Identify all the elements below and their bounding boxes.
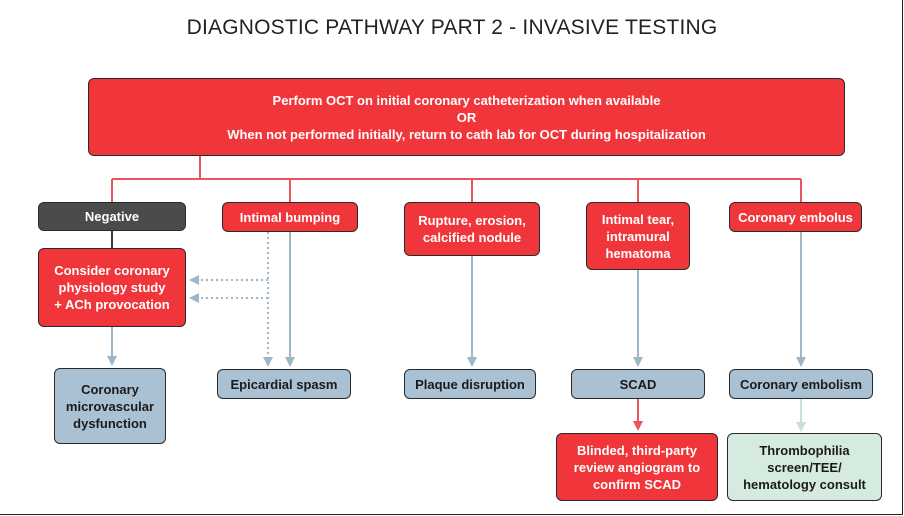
consider-line-2: physiology study — [58, 280, 166, 295]
finding-rupture-line-2: calcified nodule — [422, 230, 522, 245]
oct-instruction-box: Perform OCT on initial coronary catheter… — [88, 78, 845, 156]
finding-negative-label: Negative — [84, 209, 140, 224]
finding-intimal-tear-line-3: hematoma — [605, 245, 671, 261]
dotted-arrows — [189, 232, 273, 367]
scad-review-line-2: review angiogram to — [573, 459, 701, 475]
consider-physiology-box: Consider coronary physiology study + ACh… — [38, 248, 186, 327]
finding-intimal-tear: Intimal tear, intramural hematoma — [586, 202, 690, 270]
scad-review-box: Blinded, third-party review angiogram to… — [556, 433, 718, 501]
finding-intimal-tear-line-1: Intimal tear, — [601, 211, 675, 227]
diagnosis-arrows — [107, 232, 806, 367]
oct-line-2: When not performed initially, return to … — [227, 126, 706, 142]
diagnosis-coronary-embolism-label: Coronary embolism — [739, 376, 863, 392]
embolism-workup-line-1: Thrombophilia — [759, 442, 850, 458]
oct-line-1: Perform OCT on initial coronary catheter… — [272, 92, 661, 108]
branch-lines — [111, 155, 802, 202]
diagnosis-plaque-disruption-label: Plaque disruption — [415, 376, 525, 392]
diagnosis-scad: SCAD — [571, 369, 705, 399]
finding-coronary-embolus-label: Coronary embolus — [738, 209, 853, 225]
consider-line-3: + ACh provocation — [54, 297, 170, 312]
finding-intimal-bumping-label: Intimal bumping — [239, 209, 341, 225]
finding-rupture-line-1: Rupture, erosion, — [418, 213, 526, 228]
finding-coronary-embolus: Coronary embolus — [729, 202, 862, 232]
embolism-workup-line-2: screen/TEE/ — [767, 459, 842, 475]
finding-intimal-bumping: Intimal bumping — [222, 202, 358, 232]
consider-line-1: Consider coronary — [54, 263, 170, 278]
diagnosis-cmd-line-3: dysfunction — [73, 415, 147, 431]
finding-intimal-tear-line-2: intramural — [606, 228, 670, 244]
diagnosis-cmd: Coronary microvascular dysfunction — [54, 368, 166, 444]
diagnosis-scad-label: SCAD — [619, 376, 657, 392]
embolism-workup-line-3: hematology consult — [743, 476, 866, 492]
diagnosis-plaque-disruption: Plaque disruption — [404, 369, 536, 399]
diagnosis-cmd-line-2: microvascular — [65, 398, 155, 414]
embolism-workup-box: Thrombophilia screen/TEE/ hematology con… — [727, 433, 882, 501]
diagnosis-coronary-embolism: Coronary embolism — [729, 369, 873, 399]
diagnosis-epicardial-spasm-label: Epicardial spasm — [230, 376, 338, 392]
oct-line-or: OR — [456, 109, 477, 125]
finding-rupture-erosion: Rupture, erosion, calcified nodule — [404, 202, 540, 256]
scad-review-line-3: confirm SCAD — [592, 476, 682, 492]
diagnosis-cmd-line-1: Coronary — [81, 381, 139, 397]
scad-review-line-1: Blinded, third-party — [577, 442, 697, 458]
finding-negative: Negative — [38, 202, 186, 231]
diagnosis-epicardial-spasm: Epicardial spasm — [217, 369, 351, 399]
diagram-title: DIAGNOSTIC PATHWAY PART 2 - INVASIVE TES… — [186, 16, 718, 39]
